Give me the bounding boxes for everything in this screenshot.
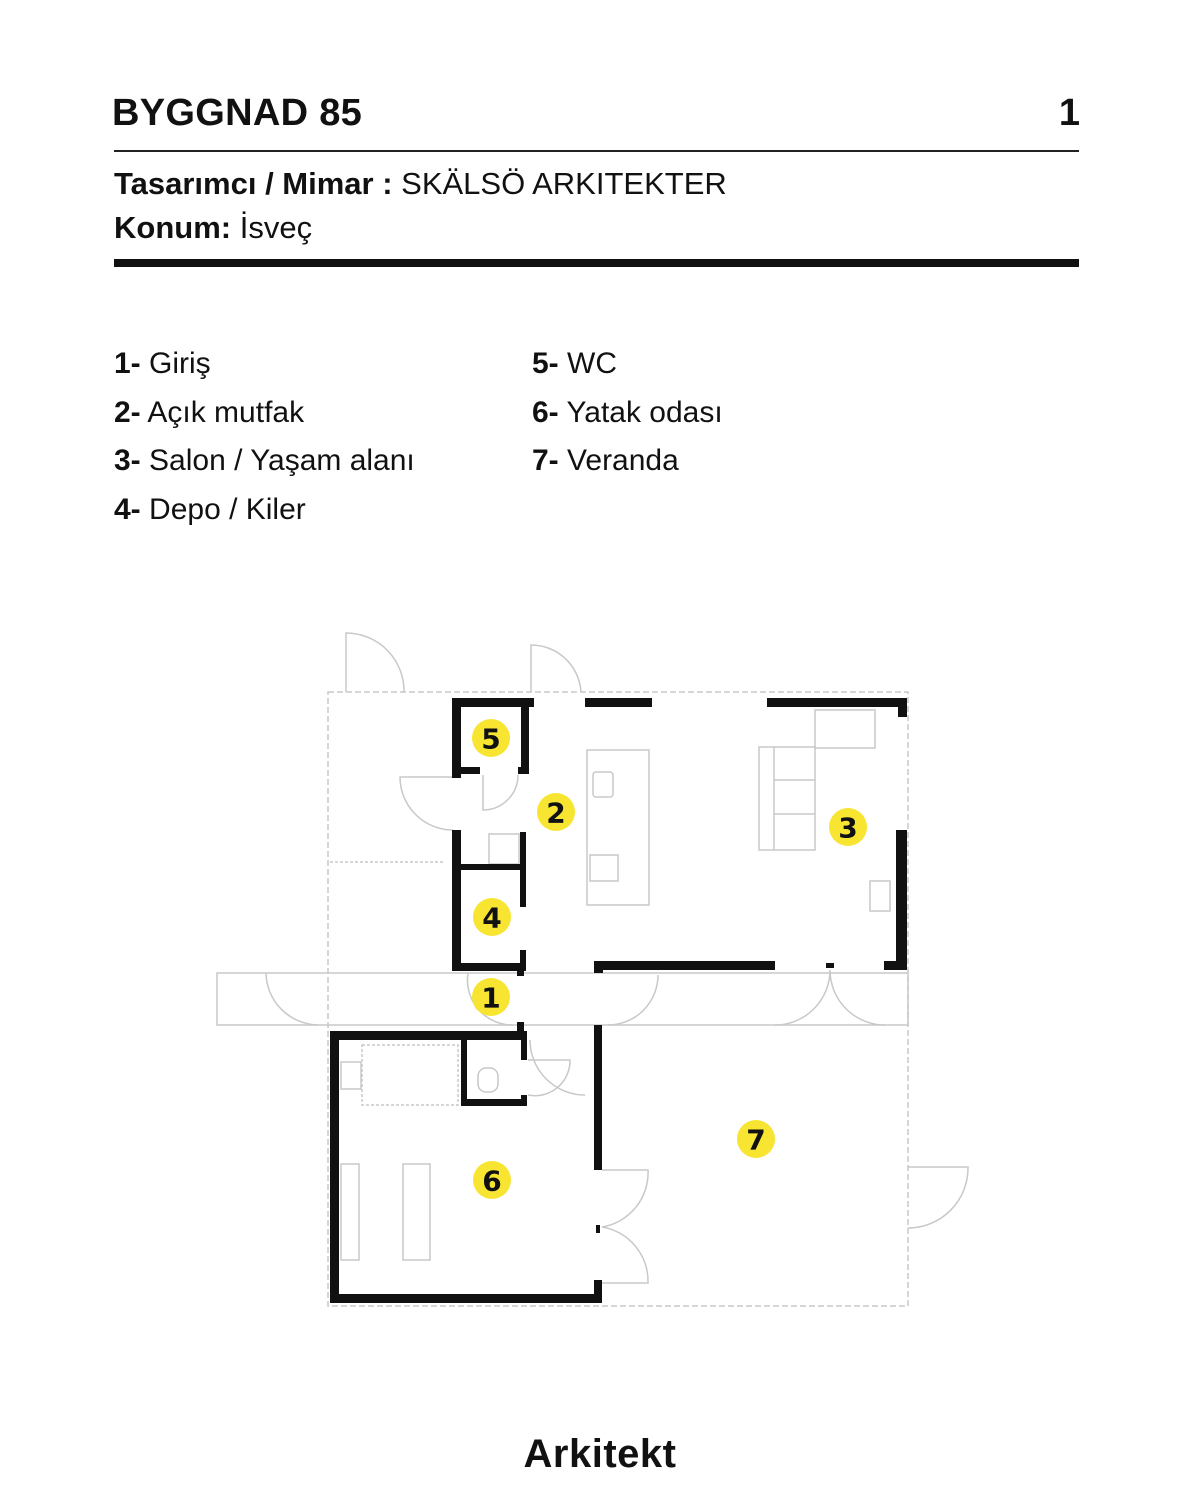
legend-item: 4- Depo / Kiler [114,493,306,526]
legend-item: 2- Açık mutfak [114,396,305,429]
legend-item: 1- Giriş [114,347,211,380]
location-label: Konum: [114,210,232,245]
svg-text:5: 5 [481,723,500,756]
divider [114,150,1079,152]
room-badge-5: 5 [472,719,510,757]
svg-text:3: 3 [838,812,857,845]
room-badge-7: 7 [737,1120,775,1158]
svg-text:1: 1 [481,982,500,1015]
walls [330,698,907,1303]
svg-text:7: 7 [746,1124,765,1157]
svg-text:6: 6 [482,1165,501,1198]
room-badge-1: 1 [472,978,510,1016]
legend-item: 7- Veranda [532,444,679,477]
svg-text:2: 2 [546,797,565,830]
legend-item: 3- Salon / Yaşam alanı [114,444,415,477]
thin-outlines [216,632,969,1307]
arkitekt-logo: Arkitekt [523,1432,677,1476]
room-badge-6: 6 [473,1161,511,1199]
room-badge-2: 2 [537,793,575,831]
designer-label: Tasarımcı / Mimar : [114,166,393,201]
designer-line: Tasarımcı / Mimar : SKÄLSÖ ARKITEKTER [114,166,727,202]
location-value: İsveç [239,210,313,245]
legend-item: 6- Yatak odası [532,396,723,429]
room-badge-3: 3 [829,808,867,846]
room-badge-4: 4 [473,898,511,936]
legend-item: 5- WC [532,347,618,380]
location-line: Konum: İsveç [114,210,312,246]
svg-text:4: 4 [482,902,501,935]
divider-thick [114,259,1079,267]
designer-value: SKÄLSÖ ARKITEKTER [401,166,727,201]
page-number: 1 [1058,92,1080,134]
page-title: BYGGNAD 85 [112,92,363,134]
